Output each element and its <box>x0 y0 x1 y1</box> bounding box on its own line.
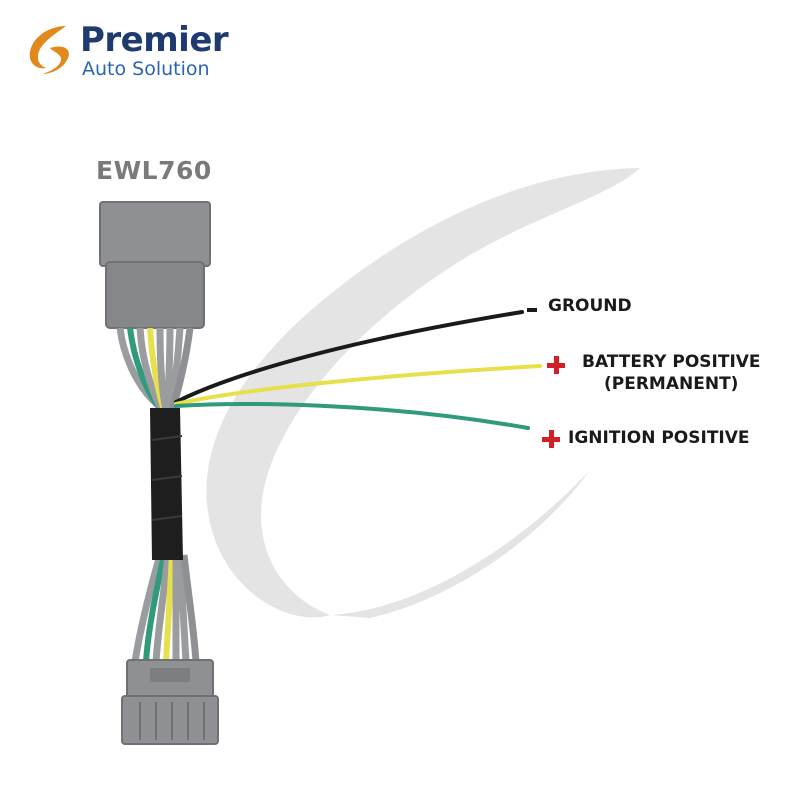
top-connector <box>99 201 211 329</box>
lower-wire-bundle <box>131 554 200 663</box>
battery-positive-sublabel: (PERMANENT) <box>604 374 739 394</box>
bottom-connector <box>121 659 219 745</box>
ground-wire <box>174 310 524 404</box>
premier-logo-icon <box>29 26 69 74</box>
plus-icon <box>547 356 565 374</box>
model-label: EWL760 <box>96 156 212 185</box>
tape-wrap <box>150 408 183 560</box>
minus-icon <box>527 308 537 312</box>
plus-icon <box>542 430 560 448</box>
upper-wire-bundle <box>116 327 194 412</box>
brand-logo: Premier Auto Solution <box>22 18 242 88</box>
watermark-swoosh-shape <box>206 168 640 618</box>
battery-positive-wire <box>174 364 542 406</box>
ground-label: GROUND <box>548 296 632 316</box>
battery-positive-label: BATTERY POSITIVE <box>582 352 761 372</box>
ignition-positive-label: IGNITION POSITIVE <box>568 428 750 448</box>
brand-tagline: Auto Solution <box>82 58 210 80</box>
brand-name: Premier <box>80 20 229 60</box>
ignition-positive-wire <box>174 402 530 430</box>
